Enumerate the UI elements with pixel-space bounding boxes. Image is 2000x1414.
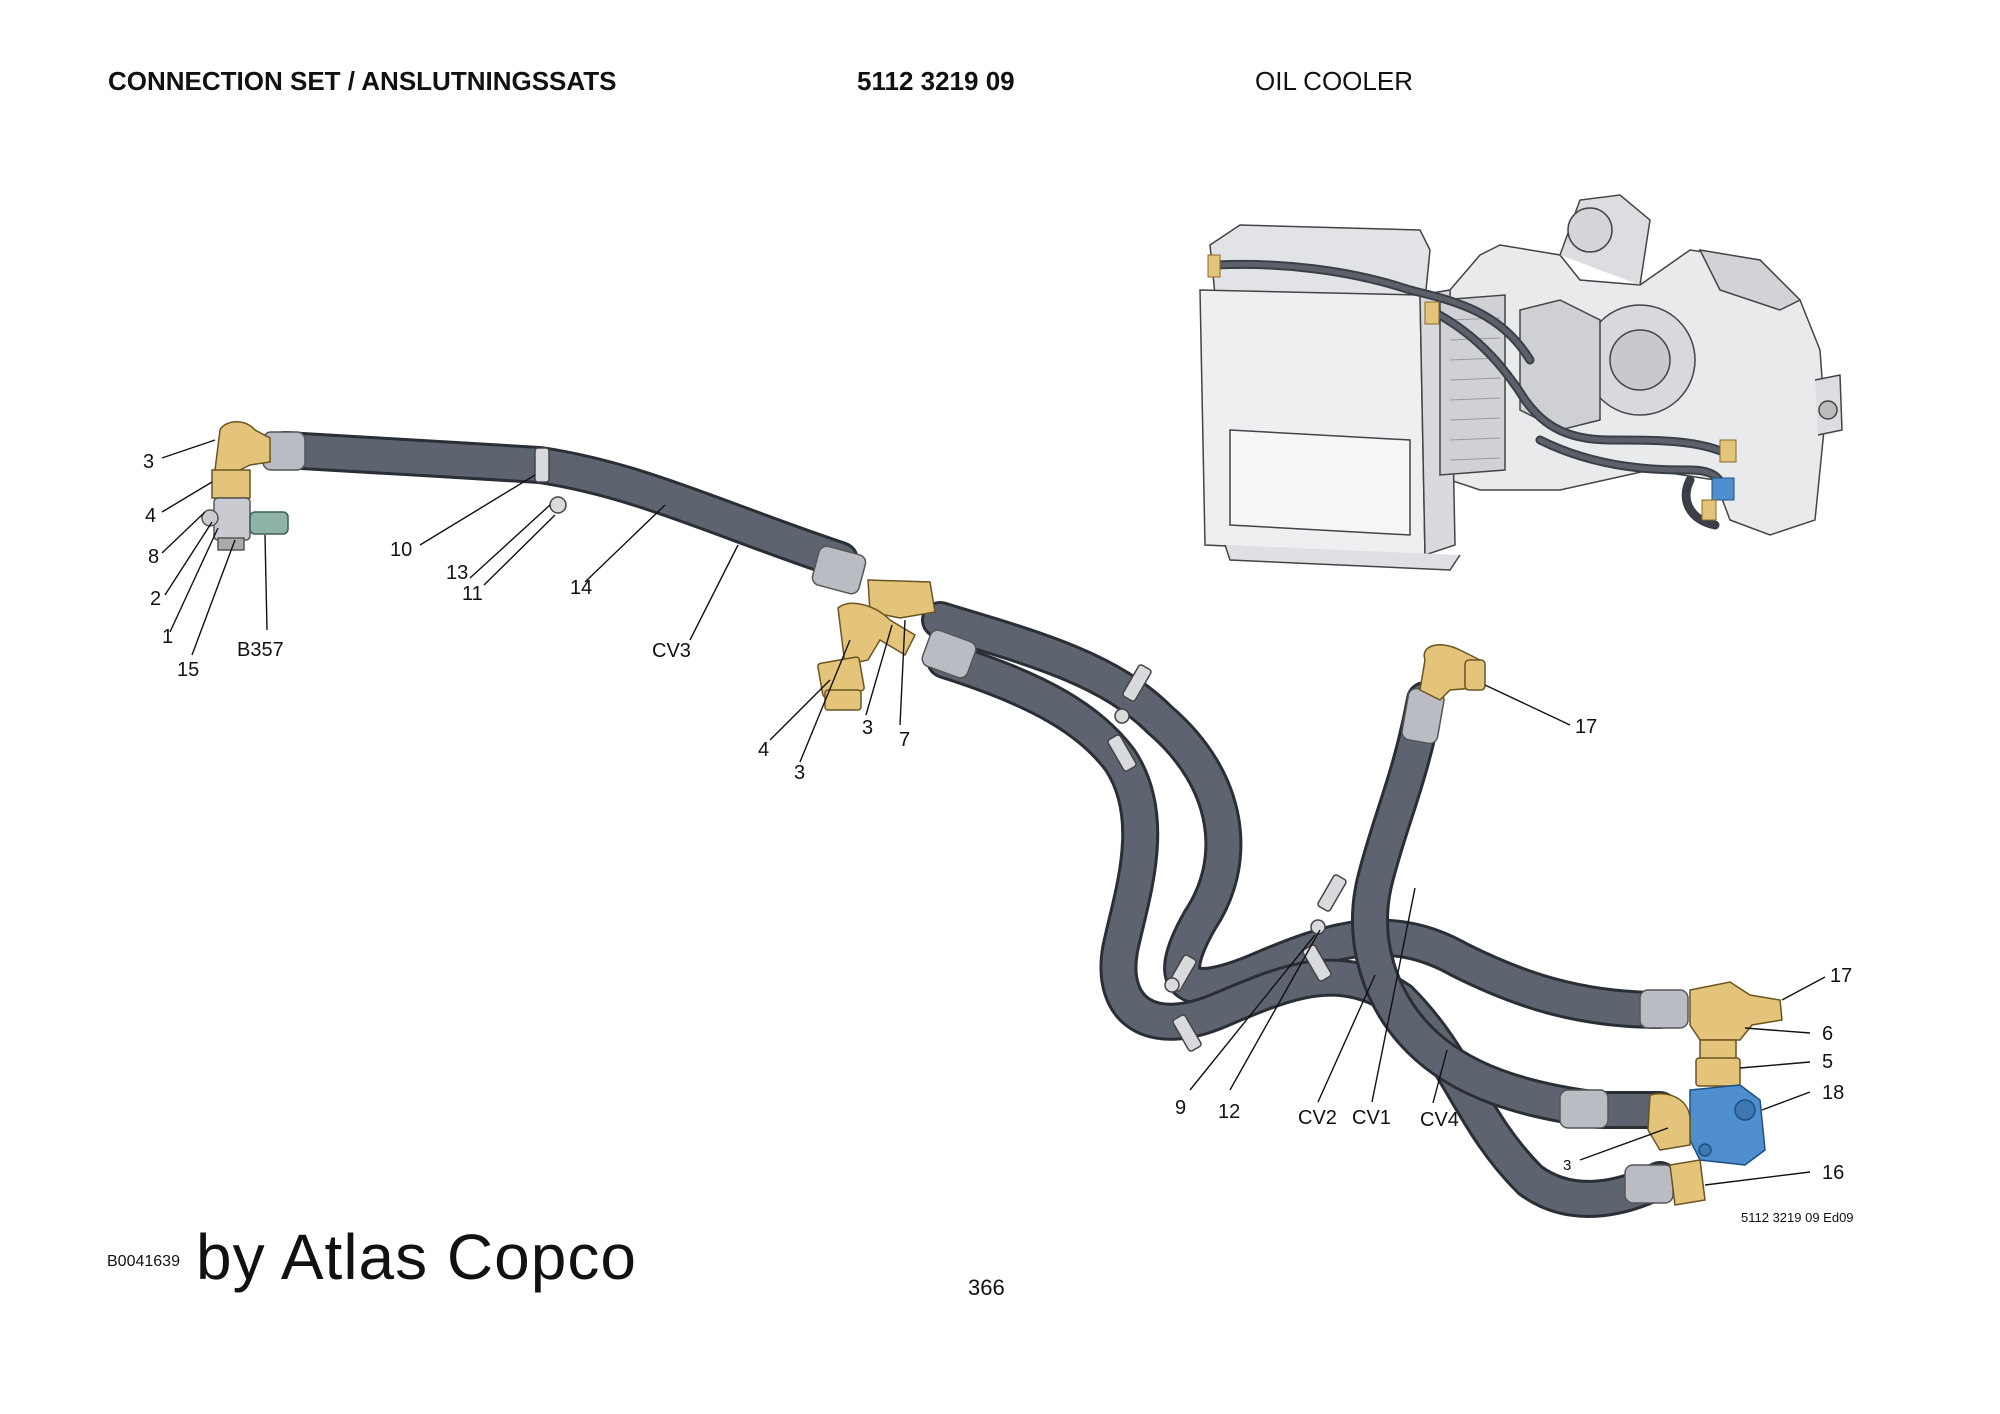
elbow-fitting-top-17 — [1419, 644, 1486, 701]
callout-17-right: 17 — [1830, 965, 1852, 987]
callout-3c: 3 — [862, 717, 873, 739]
elbow-fittings-right-lower — [1647, 1093, 1706, 1206]
callout-15: 15 — [177, 659, 199, 681]
document-id: B0041639 — [107, 1253, 180, 1270]
callout-7: 7 — [899, 729, 910, 751]
page-number: 366 — [968, 1275, 1005, 1300]
callout-4: 4 — [145, 505, 156, 527]
callout-1: 1 — [162, 626, 173, 648]
callout-14: 14 — [570, 577, 592, 599]
callout-3d: 3 — [1563, 1157, 1571, 1174]
callout-16: 16 — [1822, 1162, 1844, 1184]
part-number: 5112 3219 09 — [857, 66, 1015, 96]
hose-sleeves — [262, 431, 1689, 1204]
hose-clamps — [534, 447, 1347, 1052]
callout-12: 12 — [1218, 1101, 1240, 1123]
edition-code: 5112 3219 09 Ed09 — [1741, 1210, 1854, 1225]
callout-10: 10 — [390, 539, 412, 561]
callout-b357: B357 — [237, 639, 284, 661]
callout-2: 2 — [150, 588, 161, 610]
callout-6: 6 — [1822, 1023, 1833, 1045]
tee-fitting-right — [1689, 981, 1783, 1087]
callout-cv3: CV3 — [652, 640, 691, 662]
section-title: OIL COOLER — [1255, 66, 1413, 96]
callout-8: 8 — [148, 546, 159, 568]
callout-cv2: CV2 — [1298, 1107, 1337, 1129]
callout-5: 5 — [1822, 1051, 1833, 1073]
callout-11: 11 — [462, 583, 483, 605]
callout-3b: 3 — [794, 762, 805, 784]
callout-18: 18 — [1822, 1082, 1844, 1104]
callout-4b: 4 — [758, 739, 769, 761]
brand-watermark: by Atlas Copco — [196, 1221, 637, 1293]
callouts: 3 4 8 2 1 15 B357 10 13 11 14 CV3 4 3 3 … — [143, 439, 1852, 1186]
valve-18 — [1689, 1084, 1766, 1166]
callout-cv4: CV4 — [1420, 1109, 1459, 1131]
hose-cv1 — [1351, 681, 1679, 1129]
callout-13: 13 — [446, 562, 468, 584]
hose-cv2 — [921, 601, 1679, 1029]
page-title: CONNECTION SET / ANSLUTNINGSSATS — [108, 66, 617, 96]
elbow-fittings-middle — [817, 579, 936, 711]
callout-9: 9 — [1175, 1097, 1186, 1119]
engine-overview-illustration — [1199, 194, 1843, 571]
callout-3: 3 — [143, 451, 154, 473]
callout-17-top: 17 — [1575, 716, 1597, 738]
sensor-fitting-assembly-left — [201, 421, 289, 551]
callout-cv1: CV1 — [1352, 1107, 1391, 1129]
